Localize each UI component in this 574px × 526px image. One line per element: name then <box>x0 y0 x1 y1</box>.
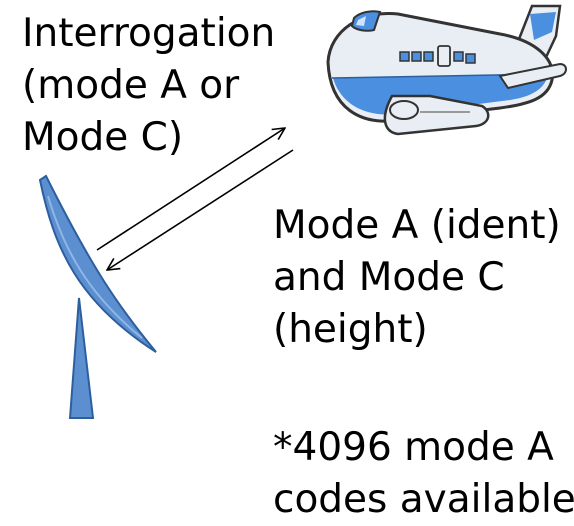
reply-line-2: and Mode C <box>273 255 505 300</box>
interrogation-line-2: (mode A or <box>22 63 240 108</box>
interrogation-line-3: Mode C) <box>22 115 184 160</box>
reply-arrow <box>107 149 294 270</box>
reply-label: Mode A (ident) and Mode C (height) <box>273 200 561 356</box>
cartoon-airplane-icon <box>326 4 567 136</box>
radar-antenna-icon <box>38 174 157 419</box>
interrogation-label: Interrogation (mode A or Mode C) <box>22 8 275 164</box>
note-line-2: codes available <box>273 477 574 522</box>
note-line-1: *4096 mode A <box>273 425 554 470</box>
codes-note: *4096 mode A codes available <box>273 422 574 526</box>
interrogation-line-1: Interrogation <box>22 11 276 56</box>
interrogation-arrow <box>96 128 285 251</box>
reply-line-3: (height) <box>273 307 428 352</box>
reply-line-1: Mode A (ident) <box>273 203 561 248</box>
